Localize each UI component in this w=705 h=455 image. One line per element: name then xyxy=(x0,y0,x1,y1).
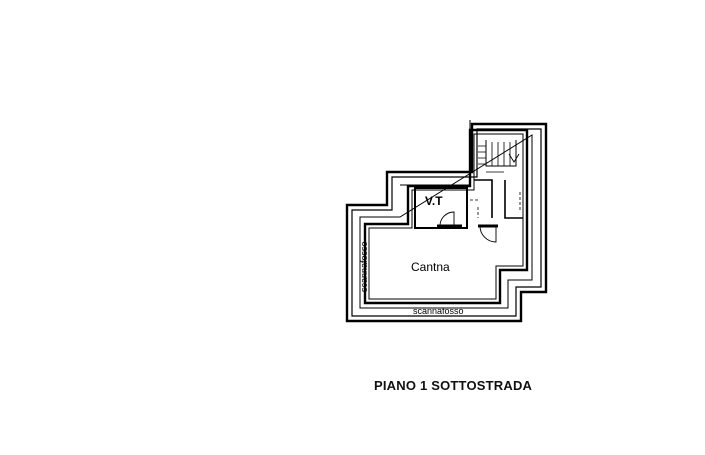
building-wall-inner xyxy=(368,133,524,300)
scannafosso-bottom-label: scannafosso xyxy=(413,306,464,316)
cellar-room-label: Cantna xyxy=(411,260,450,274)
floor-caption: PIANO 1 SOTTOSTRADA xyxy=(374,378,533,393)
cellar-door-swing xyxy=(479,225,497,243)
building-wall xyxy=(363,128,529,305)
outer-wall-outer-line xyxy=(345,122,548,323)
stair-arrow xyxy=(508,153,520,163)
stair-core xyxy=(485,140,517,167)
vt-room-label: V.T xyxy=(425,194,443,208)
vt-room-wall xyxy=(414,187,468,229)
outer-wall-inner-line xyxy=(351,128,542,317)
scannafosso-left-label: scannafosso xyxy=(359,241,369,292)
dashed-line xyxy=(470,192,521,218)
stair-steps xyxy=(478,142,511,173)
vt-door-swing xyxy=(439,211,455,227)
stair-wall xyxy=(474,179,523,219)
